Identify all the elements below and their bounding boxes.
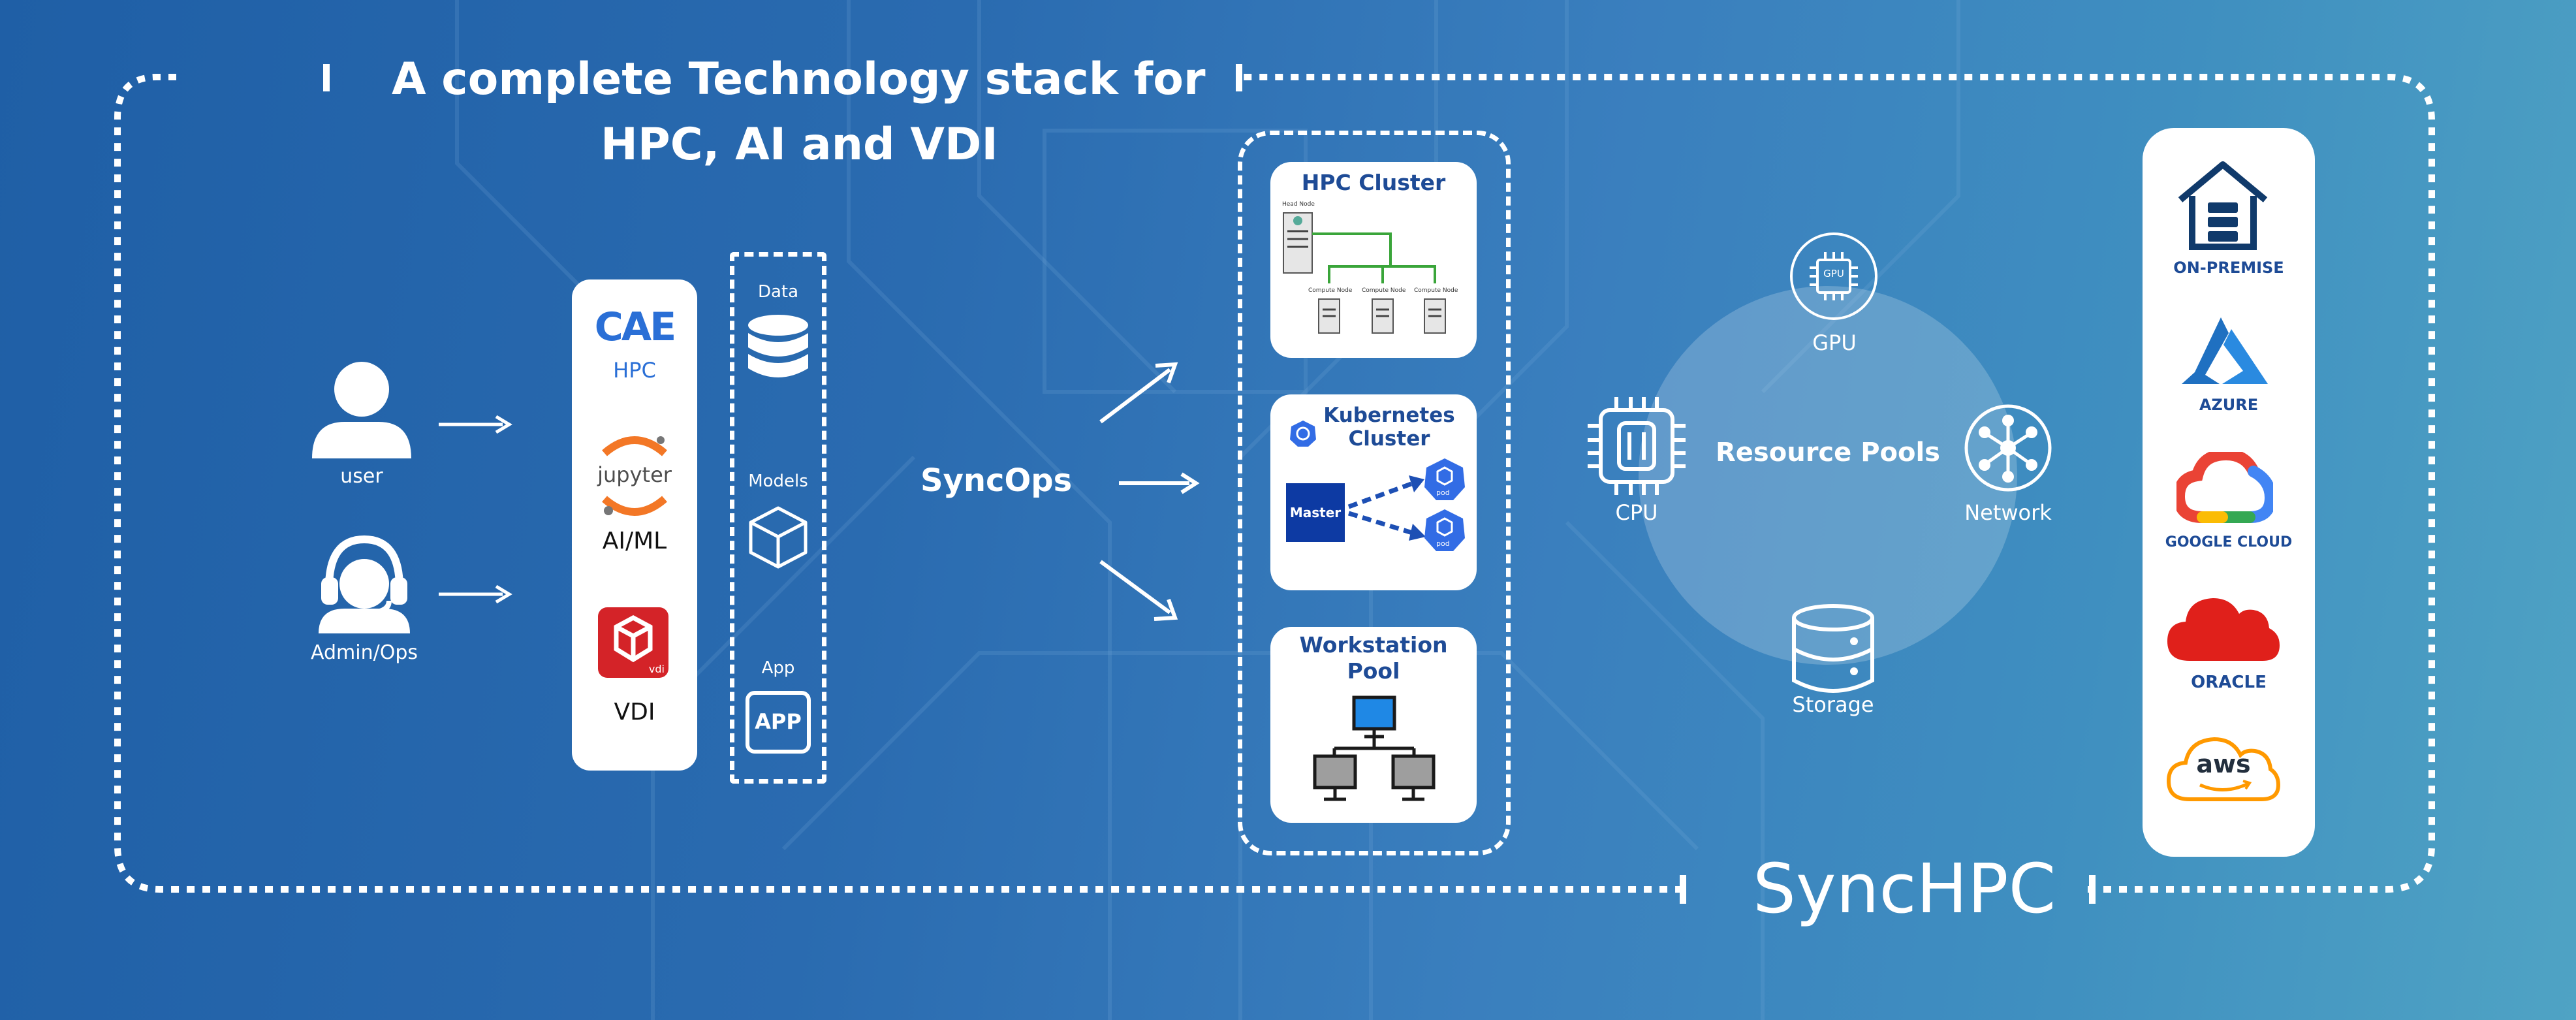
azure-icon	[2182, 317, 2268, 384]
title-line-1: A complete Technology stack for	[392, 54, 1206, 105]
workstation-network-icon	[1313, 695, 1436, 801]
workstation-title-line-1: Workstation	[1299, 632, 1448, 658]
k8s-pod-icon-1	[1424, 458, 1465, 500]
database-icon	[748, 315, 808, 377]
hpc-topology-diagram	[1283, 212, 1446, 334]
cpu-label: CPU	[1615, 500, 1658, 525]
admin-arrow	[439, 584, 512, 604]
network-label: Network	[1964, 500, 2052, 525]
k8s-pod-label-1: pod	[1436, 488, 1450, 497]
admin-ops-icon	[319, 535, 410, 633]
cloud-label-azure: AZURE	[2199, 396, 2259, 414]
resource-pools-label: Resource Pools	[1716, 438, 1940, 468]
cloud-label-oracle: ORACLE	[2191, 673, 2267, 692]
app-label: App	[761, 658, 795, 678]
admin-ops-label: Admin/Ops	[310, 641, 418, 664]
storage-label: Storage	[1792, 692, 1874, 717]
models-label: Models	[748, 471, 808, 491]
cae-logo: CAE	[594, 304, 676, 350]
aws-logo-text: aws	[2196, 750, 2251, 778]
storage-icon	[1792, 604, 1874, 693]
data-models-app-column	[730, 252, 826, 784]
kubernetes-title-line-2: Cluster	[1348, 427, 1430, 451]
cloud-label-google-cloud: GOOGLE CLOUD	[2165, 534, 2293, 550]
resource-pools-circle	[1639, 286, 2017, 665]
apps-card	[572, 279, 697, 771]
k8s-pod-label-2: pod	[1436, 539, 1450, 548]
syncops-arrow-up	[1099, 362, 1178, 424]
compute-node-label-1: Compute Node	[1308, 287, 1353, 294]
hpc-app-label: HPC	[613, 358, 656, 383]
jupyter-logo-text: jupyter	[597, 462, 672, 487]
app-icon: APP	[746, 691, 811, 754]
user-label: user	[340, 465, 383, 488]
kubernetes-cluster-title: Kubernetes Cluster	[1310, 404, 1469, 451]
kubernetes-title-line-1: Kubernetes	[1323, 404, 1455, 427]
user-arrow	[439, 415, 512, 434]
workstation-title-line-2: Pool	[1347, 658, 1400, 684]
vdi-app-label: VDI	[614, 699, 655, 725]
gpu-icon: GPU	[1790, 232, 1877, 320]
k8s-pod-icon-2	[1424, 509, 1465, 551]
model-cube-icon	[749, 506, 808, 569]
on-premise-icon	[2178, 161, 2268, 250]
workstation-pool-title: Workstation Pool	[1270, 632, 1477, 684]
jupyter-logo-icon	[602, 436, 667, 516]
cpu-icon	[1588, 397, 1686, 495]
syncops-label: SyncOps	[920, 462, 1073, 499]
hpc-cluster-title: HPC Cluster	[1301, 170, 1446, 195]
vdi-app-icon: vdi	[598, 607, 668, 678]
cluster-column	[1238, 131, 1511, 855]
data-label: Data	[757, 282, 799, 302]
head-node-label: Head Node	[1282, 201, 1315, 208]
app-icon-text: APP	[755, 709, 802, 734]
brand-synchpc: SyncHPC	[1753, 849, 2056, 929]
aiml-app-label: AI/ML	[602, 528, 667, 554]
user-icon	[312, 362, 411, 458]
network-icon	[1964, 404, 2052, 492]
compute-node-label-2: Compute Node	[1362, 287, 1406, 294]
gpu-chip-text: GPU	[1823, 268, 1844, 279]
k8s-master-to-pods	[1347, 475, 1426, 541]
cloud-label-on-premise: ON-PREMISE	[2173, 259, 2284, 277]
syncops-arrow-down	[1099, 560, 1178, 621]
syncops-arrow-right	[1119, 472, 1200, 494]
aws-cloud-icon	[2166, 737, 2281, 801]
kubernetes-icon	[1290, 421, 1316, 447]
oracle-cloud-icon	[2167, 598, 2280, 661]
compute-node-label-3: Compute Node	[1414, 287, 1458, 294]
title-line-2: HPC, AI and VDI	[601, 119, 998, 170]
gpu-label: GPU	[1812, 330, 1857, 355]
google-cloud-icon	[2176, 452, 2273, 523]
k8s-master-node: Master	[1286, 483, 1345, 542]
vdi-badge: vdi	[648, 663, 665, 675]
